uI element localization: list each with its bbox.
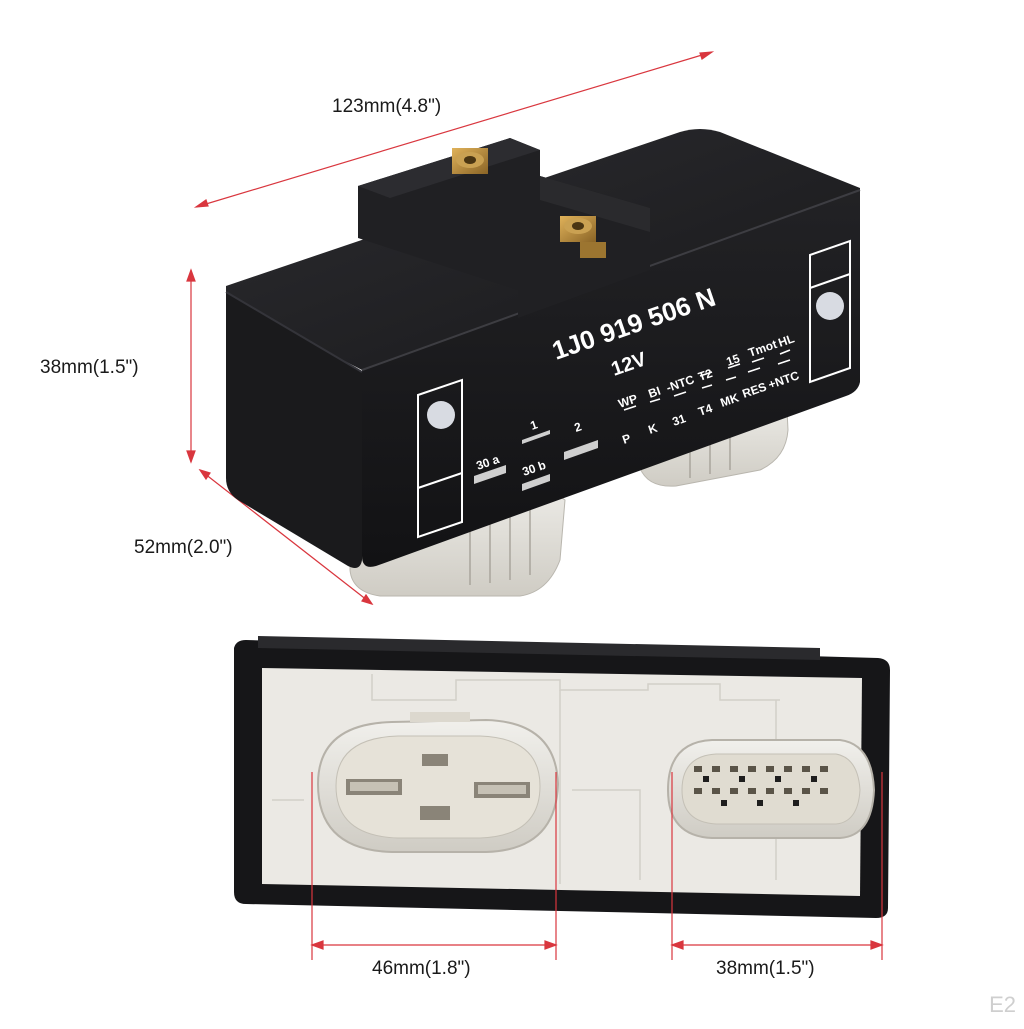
label-pin-15: 15	[724, 351, 741, 369]
label-pin-31: 31	[670, 411, 687, 429]
watermark: E2	[989, 992, 1016, 1017]
label-pin-t4: T4	[696, 401, 714, 419]
label-terminal-1: 1	[528, 417, 539, 433]
main-connector	[316, 712, 560, 853]
dimension-height	[186, 268, 196, 464]
brass-terminal	[452, 148, 488, 174]
label-pin-mk: MK	[718, 390, 741, 409]
dimension-height-label: 38mm(1.5")	[40, 357, 139, 378]
label-pin-hl: HL	[776, 331, 796, 349]
relay-module-bottom	[234, 636, 890, 918]
label-pin-wp: WP	[616, 391, 639, 411]
relay-module-top	[225, 129, 861, 568]
dimension-length	[193, 51, 715, 208]
dimension-depth	[198, 468, 374, 606]
dimension-main-connector-label: 46mm(1.8")	[372, 958, 471, 979]
dimension-small-connector-label: 38mm(1.5")	[716, 958, 815, 979]
brass-terminal	[560, 216, 606, 258]
dimension-depth-label: 52mm(2.0")	[134, 537, 233, 558]
label-terminal-2: 2	[572, 419, 583, 435]
dimension-length-label: 123mm(4.8")	[332, 96, 442, 117]
label-pin-bi: BI	[646, 384, 662, 401]
label-pin-t2: T2	[696, 366, 714, 384]
small-connector	[666, 739, 876, 839]
dimension-small-connector	[670, 772, 884, 960]
dimension-main-connector	[310, 772, 558, 960]
